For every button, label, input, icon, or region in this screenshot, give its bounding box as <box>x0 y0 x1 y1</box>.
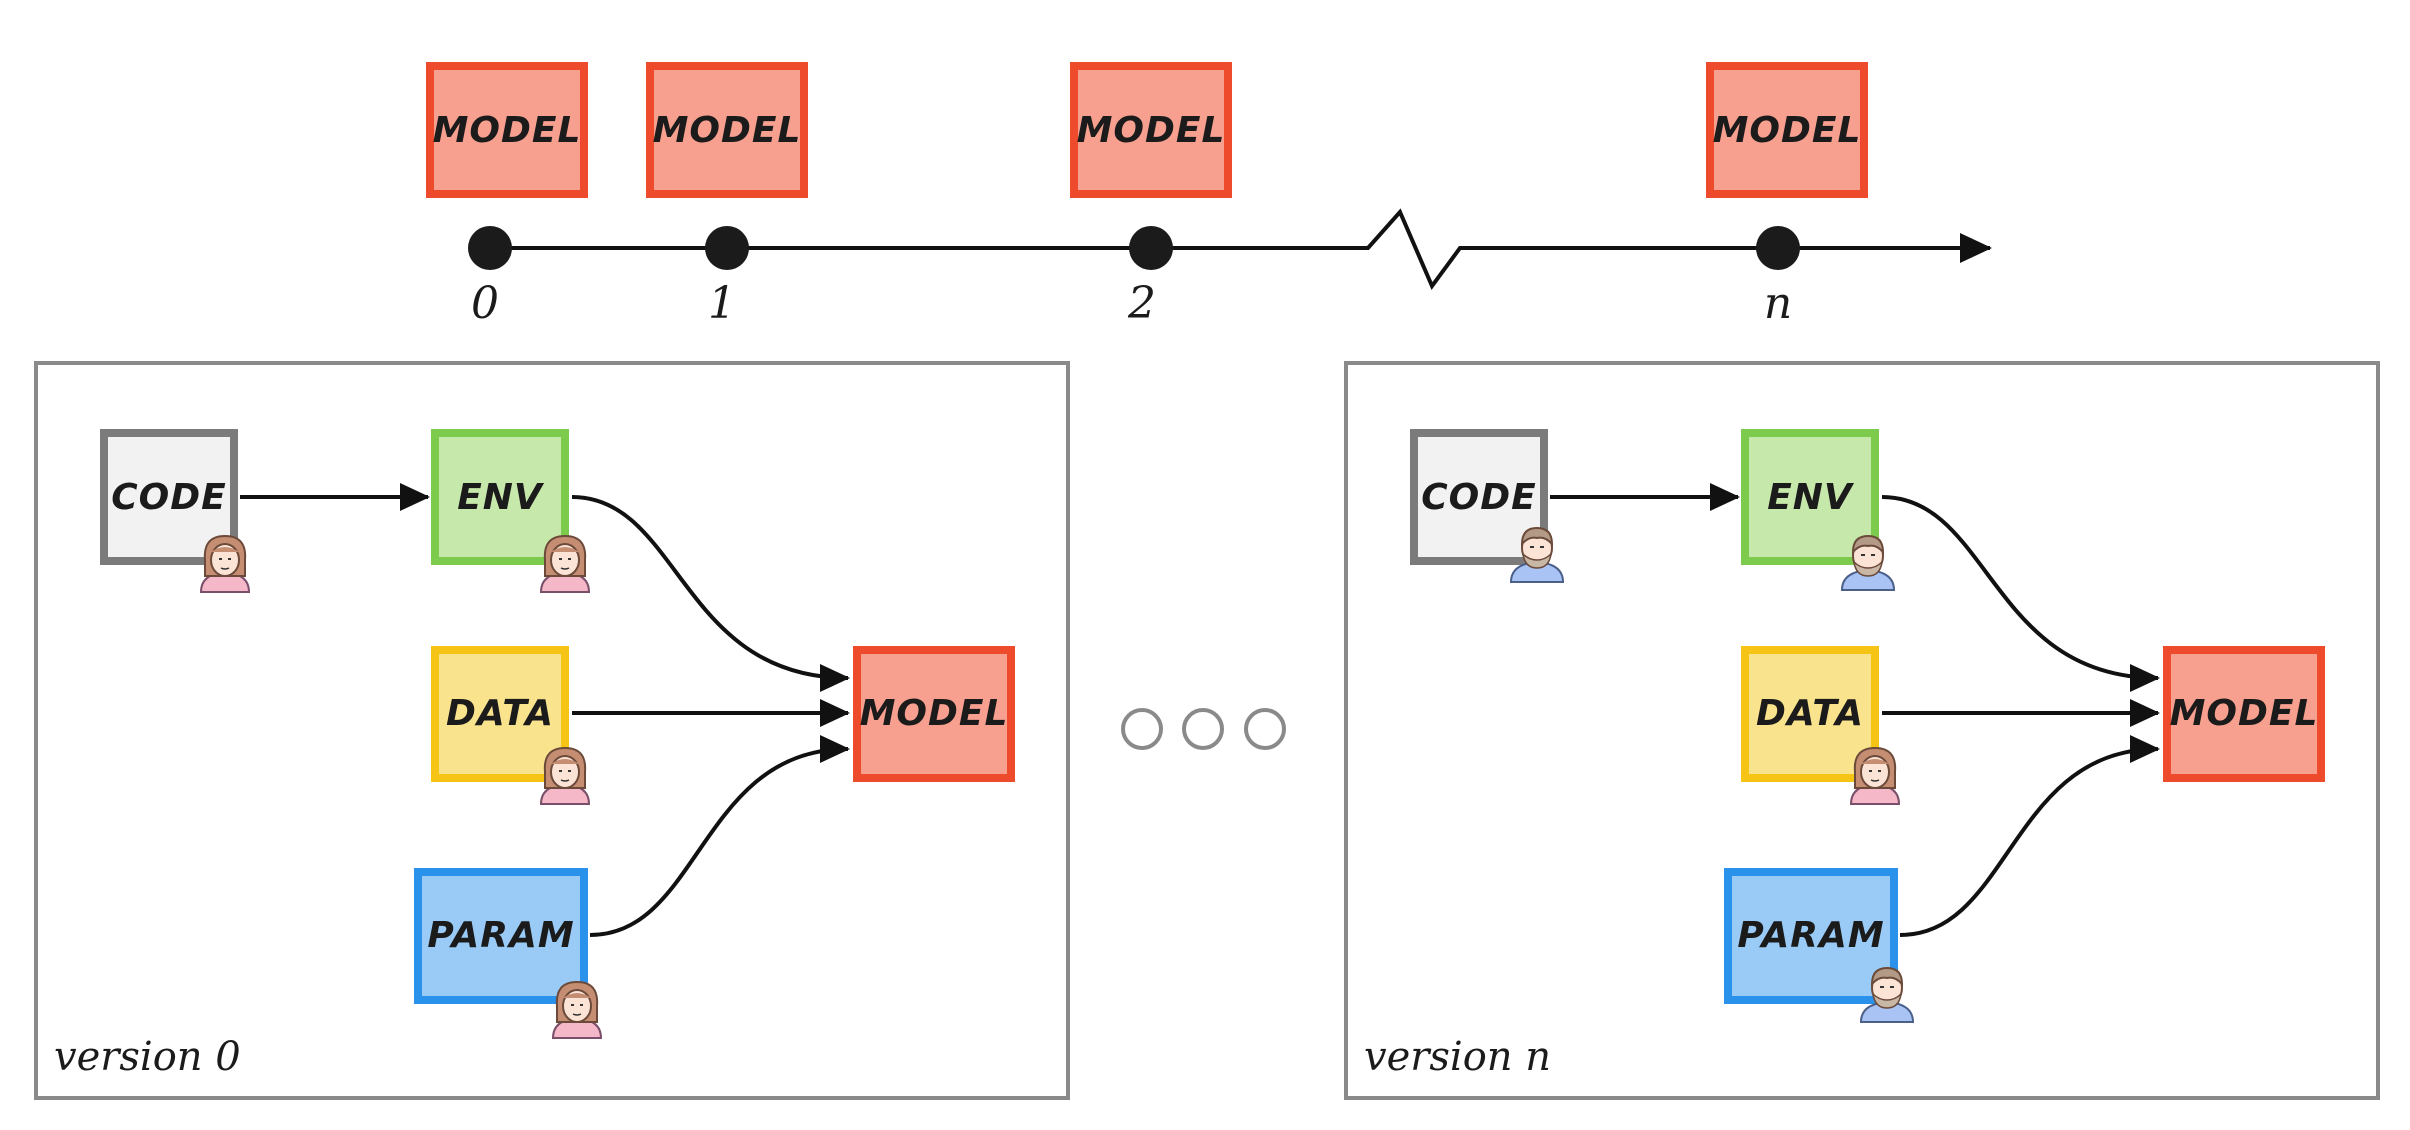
edge-env-model-0 <box>571 495 850 692</box>
timeline-model-label-0: MODEL <box>433 110 582 151</box>
version-label-n: version n <box>1364 1034 1551 1080</box>
node-data-label-n: DATA <box>1756 693 1864 734</box>
timeline-model-n: MODEL <box>1706 62 1868 198</box>
female-user-icon <box>540 747 590 805</box>
node-data-n: DATA <box>1741 646 1900 805</box>
tick-label-2: 2 <box>1127 278 1156 329</box>
female-user-icon <box>200 535 250 593</box>
node-param-label-0: PARAM <box>427 915 574 956</box>
tick-label-0: 0 <box>471 278 499 329</box>
node-model-label-n: MODEL <box>2170 693 2319 734</box>
node-param-0: PARAM <box>414 868 602 1039</box>
panel-frame-0 <box>34 361 1070 1100</box>
panel-frame-n <box>1344 361 2380 1100</box>
timeline: 0 1 2 n MODEL MODEL MODEL MODEL <box>426 62 1992 329</box>
female-user-icon <box>552 981 602 1039</box>
node-param-label-n: PARAM <box>1737 915 1884 956</box>
panel-version-n: CODE ENV DATA PARAM MODEL version n <box>1344 361 2380 1100</box>
tick-dot-0 <box>468 226 512 270</box>
edge-env-model-n <box>1881 495 2160 692</box>
tick-dot-n <box>1756 226 1800 270</box>
edge-param-model-0 <box>589 735 850 937</box>
timeline-model-1: MODEL <box>646 62 808 198</box>
ellipsis-dot-2 <box>1182 708 1224 750</box>
tick-dot-2 <box>1129 226 1173 270</box>
timeline-model-0: MODEL <box>426 62 588 198</box>
panel-version-0: CODE ENV DATA PARAM MODEL version 0 <box>34 361 1070 1100</box>
timeline-axis <box>490 208 1960 290</box>
tick-dot-1 <box>705 226 749 270</box>
ellipsis <box>1121 708 1286 750</box>
node-model-n: MODEL <box>2163 646 2325 782</box>
timeline-model-2: MODEL <box>1070 62 1232 198</box>
node-env-0: ENV <box>431 429 590 593</box>
female-user-icon <box>1850 747 1900 805</box>
edge-param-model-n <box>1899 735 2160 937</box>
node-env-label-0: ENV <box>457 477 545 518</box>
female-user-icon <box>540 535 590 593</box>
tick-label-1: 1 <box>708 278 736 329</box>
node-env-label-n: ENV <box>1767 477 1855 518</box>
node-code-label-0: CODE <box>111 477 227 518</box>
node-code-n: CODE <box>1410 429 1564 583</box>
ellipsis-dot-3 <box>1244 708 1286 750</box>
timeline-model-label-n: MODEL <box>1713 110 1862 151</box>
node-code-label-n: CODE <box>1421 477 1537 518</box>
ellipsis-dot-1 <box>1121 708 1163 750</box>
node-env-n: ENV <box>1741 429 1895 591</box>
node-data-label-0: DATA <box>446 693 554 734</box>
timeline-model-label-1: MODEL <box>653 110 802 151</box>
node-model-0: MODEL <box>853 646 1015 782</box>
version-label-0: version 0 <box>54 1034 241 1080</box>
node-param-n: PARAM <box>1724 868 1914 1023</box>
node-model-label-0: MODEL <box>860 693 1009 734</box>
timeline-model-label-2: MODEL <box>1077 110 1226 151</box>
node-code-0: CODE <box>100 429 250 593</box>
node-data-0: DATA <box>431 646 590 805</box>
tick-label-n: n <box>1764 278 1792 329</box>
